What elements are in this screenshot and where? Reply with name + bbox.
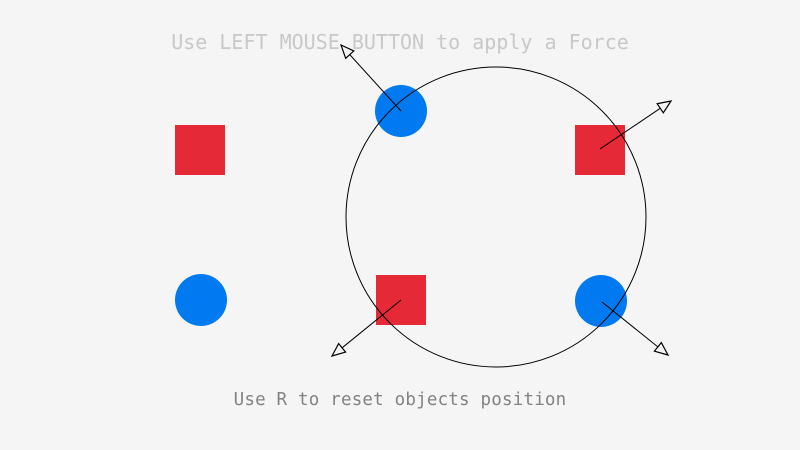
force-arrow-top-left-line	[349, 54, 402, 112]
blue-circle-left[interactable]	[175, 274, 227, 326]
red-square-top-right[interactable]	[575, 125, 625, 175]
force-arrow-top-right-line	[599, 107, 661, 150]
force-arrow-top-right-head-icon	[656, 100, 673, 114]
blue-circle-bottom-right[interactable]	[575, 275, 627, 327]
force-arrow-bottom-right	[601, 301, 670, 356]
force-arrow-bottom-left	[330, 299, 402, 357]
boundary-circle	[345, 66, 647, 368]
force-arrow-top-right	[599, 100, 673, 150]
red-square-top-left[interactable]	[175, 125, 225, 175]
force-arrow-bottom-left-line	[341, 299, 402, 349]
instruction-reset: Use R to reset objects position	[233, 390, 567, 410]
instruction-apply-force: Use LEFT MOUSE BUTTON to apply a Force	[171, 30, 629, 54]
force-arrow-bottom-right-line	[601, 301, 659, 348]
force-arrow-bottom-right-head-icon	[653, 341, 670, 356]
force-arrow-top-left	[339, 43, 402, 112]
force-arrow-bottom-left-head-icon	[330, 342, 347, 357]
force-arrow-top-left-head-icon	[339, 43, 355, 60]
